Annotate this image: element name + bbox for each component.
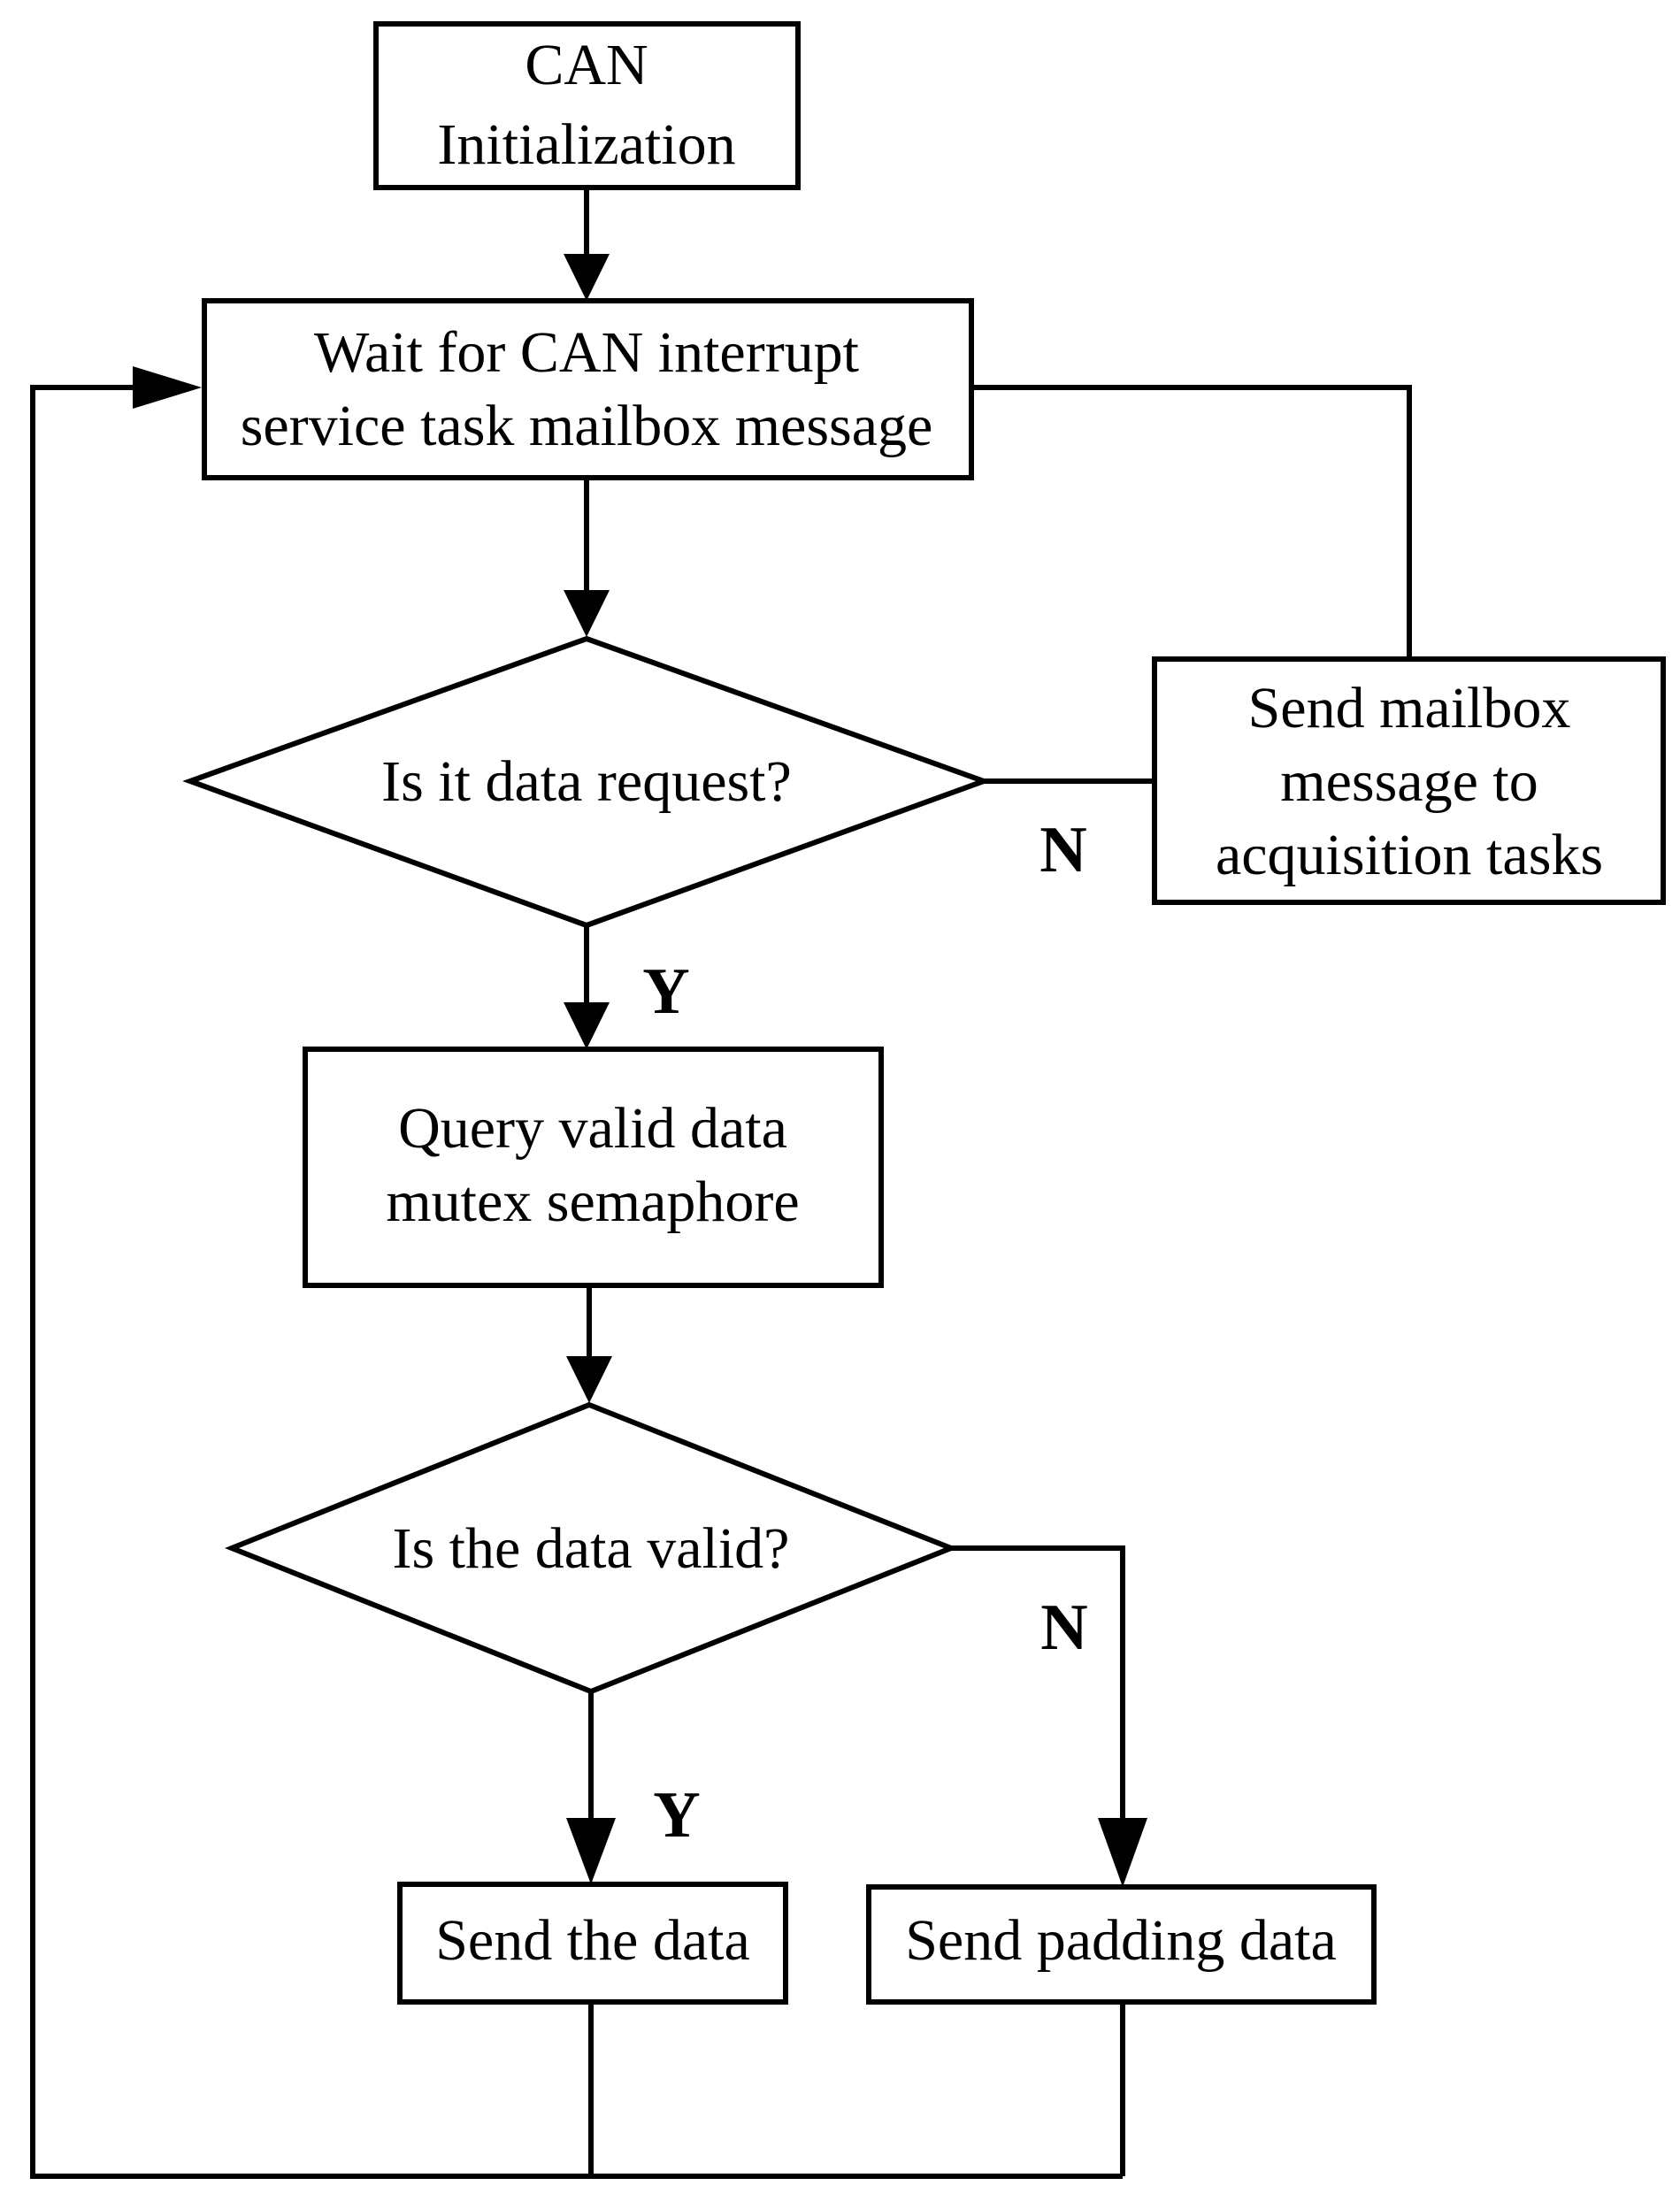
node-can-initialization: CAN Initialization — [373, 21, 801, 190]
decision-text: Is it data request? — [381, 749, 792, 814]
node-wait-for-mailbox: Wait for CAN interrupt service task mail… — [202, 298, 974, 480]
node-line: service task mailbox message — [241, 394, 933, 458]
decision-is-data-request: Is it data request? — [182, 635, 992, 929]
connector-valid-no-to-padding — [951, 1545, 1125, 1822]
label-valid-no: N — [1040, 1591, 1087, 1664]
node-line: Query valid data — [398, 1096, 787, 1161]
arrowhead-query-to-valid — [566, 1356, 612, 1403]
node-line: Send padding data — [905, 1908, 1337, 1973]
decision-text: Is the data valid? — [393, 1516, 790, 1581]
node-line: message to — [1280, 749, 1538, 814]
node-line: Send the data — [435, 1908, 750, 1973]
node-send-the-data: Send the data — [397, 1882, 788, 2005]
node-line: Send mailbox — [1248, 676, 1571, 740]
decision-is-data-valid: Is the data valid? — [224, 1401, 959, 1695]
arrowhead-loop-to-wait — [133, 366, 202, 409]
node-line: CAN — [525, 33, 648, 97]
arrowhead-wait-to-request — [564, 590, 610, 637]
label-request-no: N — [1039, 814, 1086, 886]
node-line: mutex semaphore — [386, 1170, 799, 1234]
node-line: acquisition tasks — [1216, 823, 1603, 887]
node-line: Wait for CAN interrupt — [314, 320, 859, 385]
connector-loop-back-to-wait — [30, 385, 1123, 2179]
arrowhead-valid-no-to-padding — [1098, 1818, 1147, 1887]
arrowhead-request-yes-to-query — [564, 1002, 610, 1049]
node-send-mailbox-message: Send mailbox message to acquisition task… — [1152, 656, 1666, 905]
node-line: Initialization — [437, 112, 735, 177]
arrowhead-valid-yes-to-send-data — [566, 1818, 616, 1884]
arrowhead-init-to-wait — [564, 254, 610, 301]
label-valid-yes: Y — [653, 1779, 700, 1852]
node-query-mutex-semaphore: Query valid data mutex semaphore — [303, 1047, 884, 1288]
node-send-padding-data: Send padding data — [866, 1884, 1377, 2005]
label-request-yes: Y — [642, 955, 689, 1028]
connector-mailbox-to-wait — [971, 385, 1412, 659]
